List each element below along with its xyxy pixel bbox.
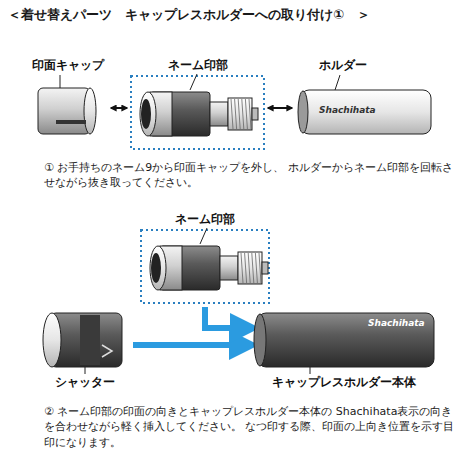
thread-line xyxy=(259,253,261,283)
dotted-frame xyxy=(141,230,269,303)
holder-body xyxy=(301,90,431,134)
stamp-tip xyxy=(252,108,258,120)
part-label: ホルダー xyxy=(319,58,367,72)
cap-end xyxy=(84,88,96,134)
leader-line xyxy=(190,74,197,90)
part-node: 印面キャップ xyxy=(30,58,108,138)
part-node: ネーム印部 xyxy=(140,212,270,304)
flow-arrow xyxy=(111,107,127,109)
stamp-rubber xyxy=(151,253,161,283)
brand-print: Shachihata xyxy=(319,105,376,116)
thread-line xyxy=(231,99,233,129)
thread-line xyxy=(255,253,257,283)
part-node: キャップレスホルダー本体 Shachihata xyxy=(250,305,440,395)
stamp-face xyxy=(150,246,166,290)
stamp-neck xyxy=(210,102,228,126)
stamp-rubber xyxy=(141,99,151,129)
dotted-frame xyxy=(131,76,264,149)
flow-arrow xyxy=(133,342,247,348)
diagram-title: ＜着せ替えパーツ キャップレスホルダーへの取り付け① ＞ xyxy=(8,6,370,24)
stamp-body xyxy=(160,246,220,290)
part-node: シャッター xyxy=(40,305,130,395)
leader-line xyxy=(200,228,207,244)
flow-arrow xyxy=(268,107,292,109)
instruction-note: ① お手持ちのネーム9から印面キャップを外し、 ホルダーからネーム印部を回転させ… xyxy=(44,160,454,191)
stamp-thread xyxy=(238,252,262,284)
part-label: キャップレスホルダー本体 xyxy=(272,375,416,389)
thread-line xyxy=(241,253,243,283)
part-label: シャッター xyxy=(40,375,130,389)
part-label: ネーム印部 xyxy=(140,212,270,226)
thread-line xyxy=(248,253,250,283)
stamp-body xyxy=(150,92,210,136)
part-label: ネーム印部 xyxy=(130,58,265,72)
stamp-tip xyxy=(262,262,268,274)
stamp-thread xyxy=(228,98,252,130)
part-node: ホルダー Shachihata xyxy=(295,58,435,138)
brand-print: Shachihata xyxy=(368,318,425,329)
part-node: ネーム印部 xyxy=(130,58,265,150)
thread-line xyxy=(245,253,247,283)
stamp-face xyxy=(140,92,156,136)
leader-line xyxy=(60,75,61,88)
thread-line xyxy=(249,99,251,129)
thread-line xyxy=(238,99,240,129)
shutter-face xyxy=(43,313,61,367)
instruction-note: ② ネーム印部の印面の向きとキャップレスホルダー本体の Shachihata表示… xyxy=(44,404,459,450)
shutter-slot xyxy=(80,315,100,365)
leader-line xyxy=(310,367,311,374)
thread-line xyxy=(235,99,237,129)
thread-line xyxy=(245,99,247,129)
shutter-mark xyxy=(102,345,112,357)
thread-line xyxy=(252,253,254,283)
cap-body xyxy=(38,88,90,134)
cap-stripe xyxy=(56,120,86,124)
holder-body xyxy=(258,313,434,367)
leader-line xyxy=(85,367,86,374)
holder-opening xyxy=(298,91,308,133)
part-label: 印面キャップ xyxy=(32,58,104,72)
thread-line xyxy=(242,99,244,129)
leader-line xyxy=(335,75,340,90)
holder-opening xyxy=(254,314,266,366)
stamp-neck xyxy=(220,256,238,280)
flow-arrow xyxy=(205,307,248,328)
